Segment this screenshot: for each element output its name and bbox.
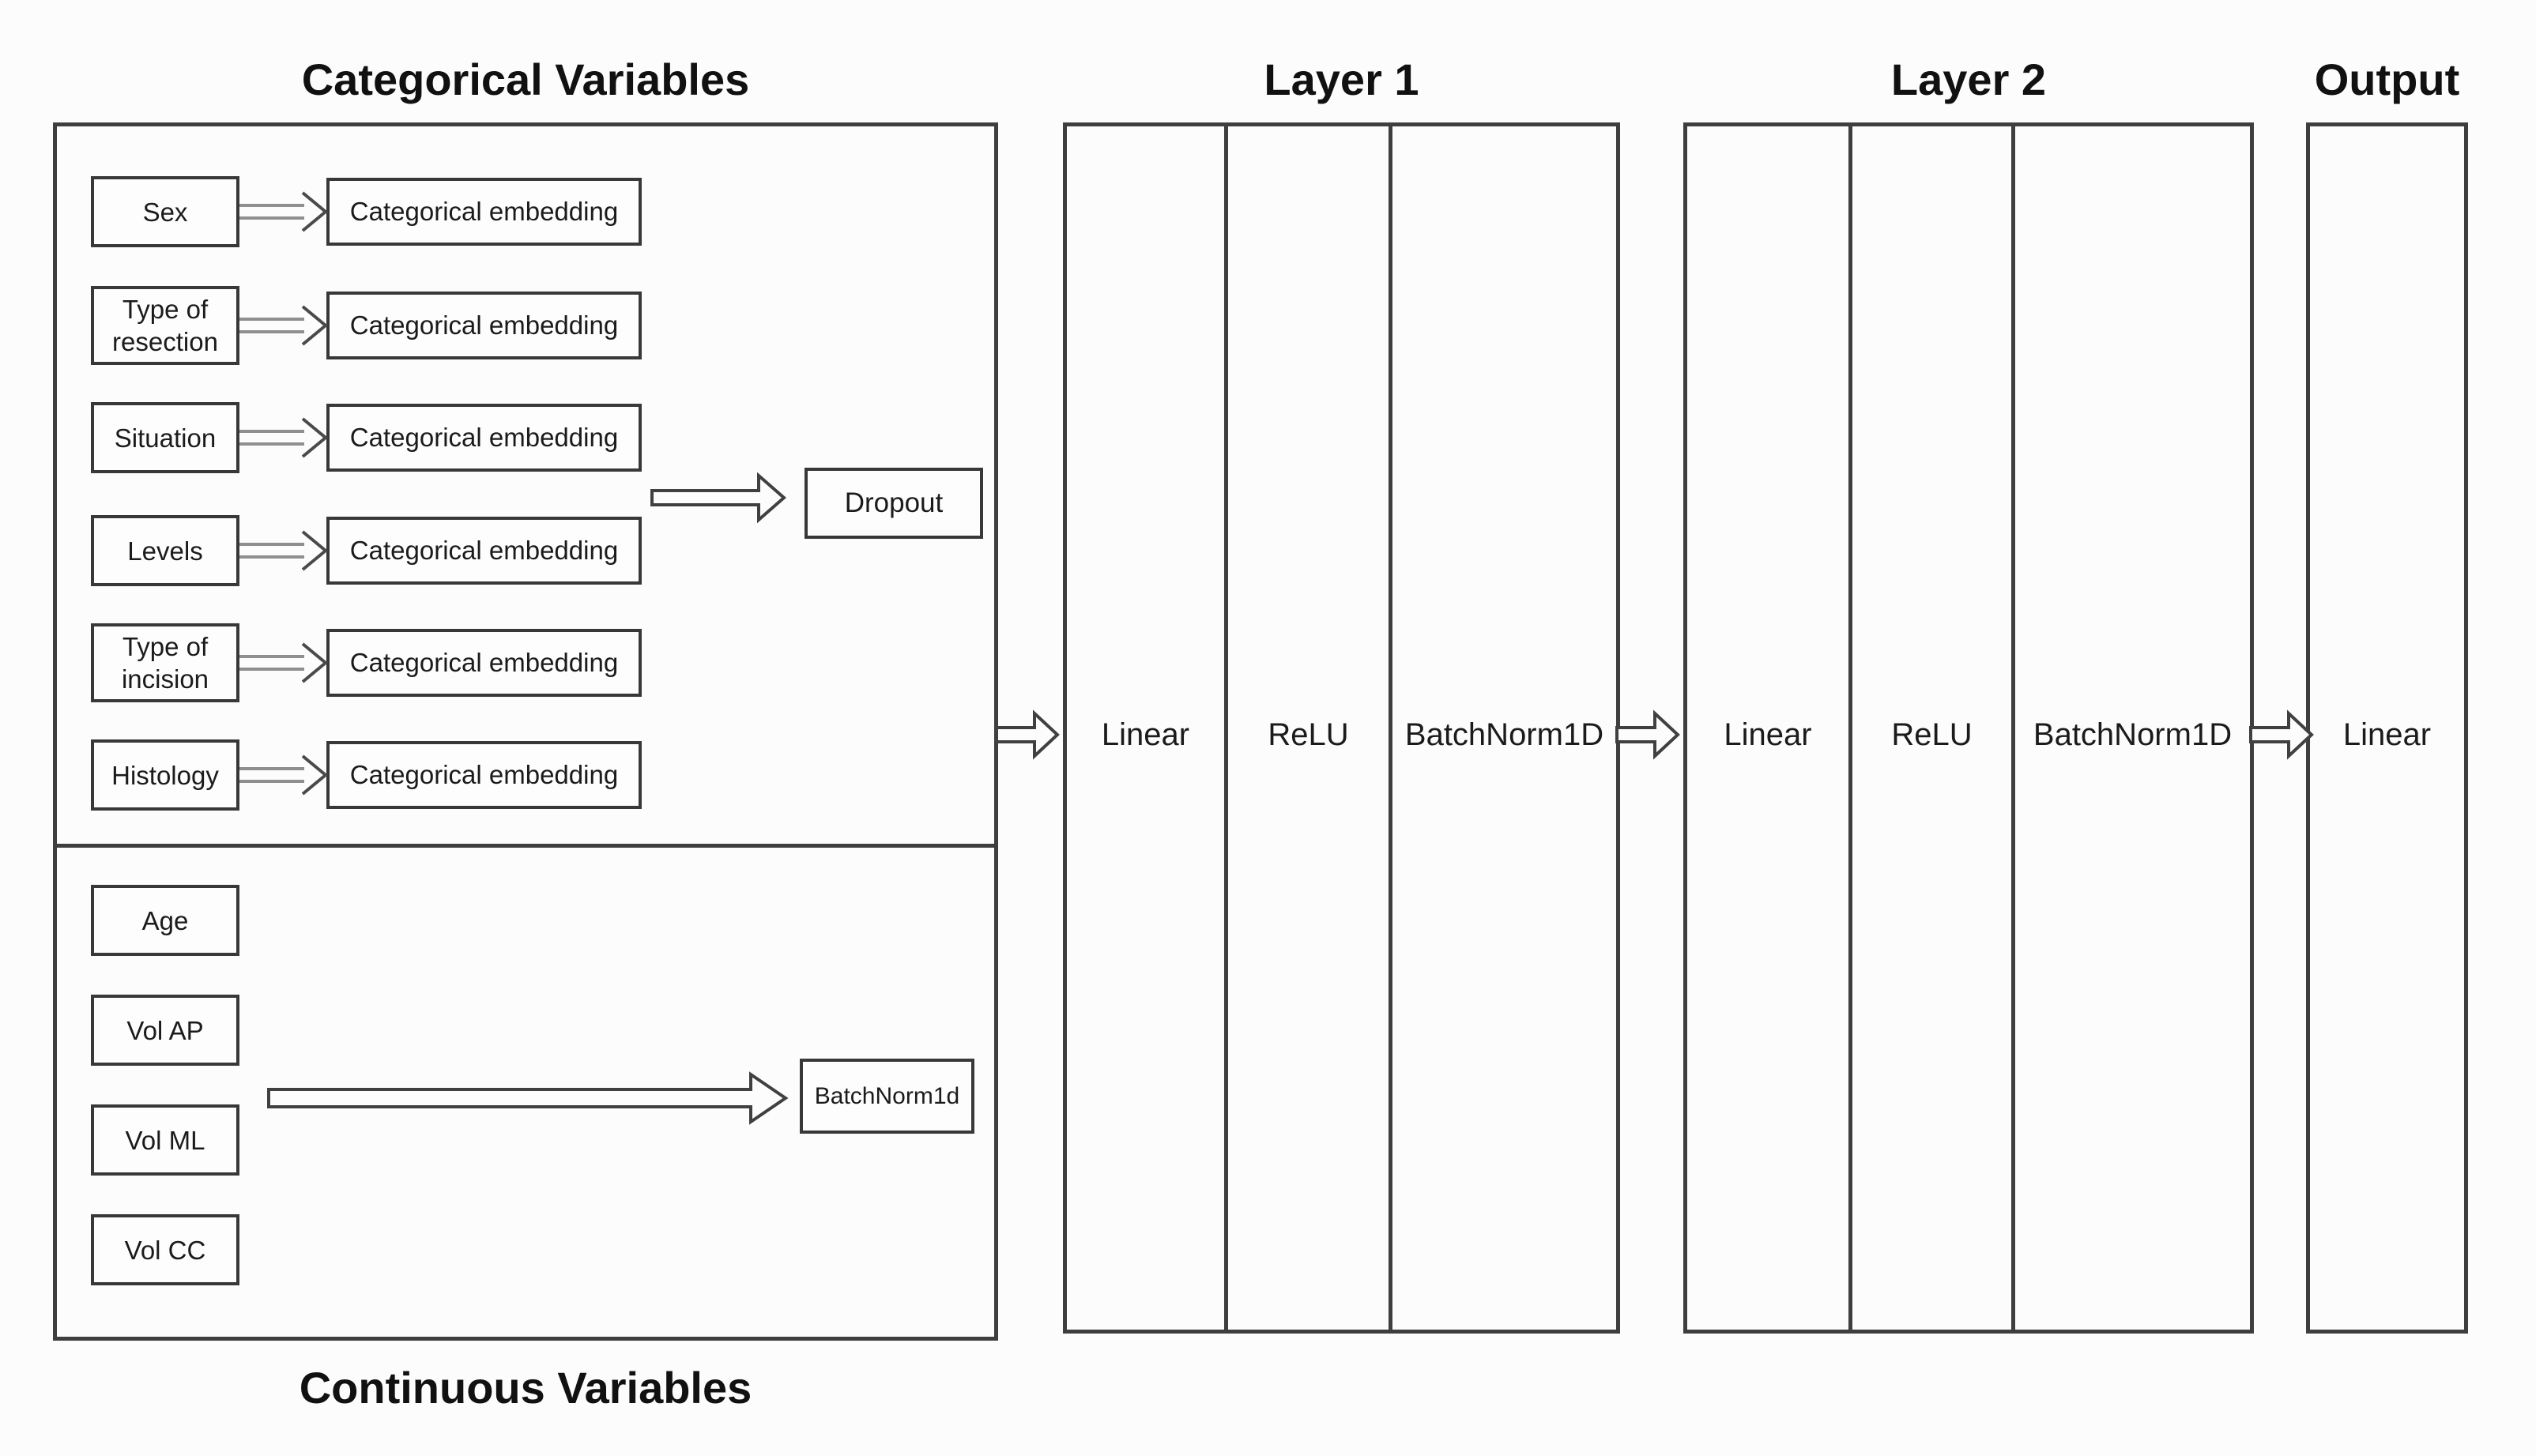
layer1-title: Layer 1: [1264, 55, 1419, 104]
embedding-label: Categorical embedding: [349, 197, 619, 226]
batchnorm1d-label: BatchNorm1d: [814, 1082, 960, 1109]
layer1-input-arrow-icon: [995, 709, 1060, 760]
embedding-label: Categorical embedding: [349, 423, 619, 452]
row-arrow-icon-situation: [239, 417, 328, 458]
layer2-linear-label: Linear: [1724, 717, 1812, 752]
var-label: Type of incision: [121, 632, 209, 694]
var-box-vol-cc: Vol CC: [91, 1214, 239, 1285]
layer1-relu-label: ReLU: [1268, 717, 1349, 752]
embedding-box-histology: Categorical embedding: [326, 741, 642, 809]
row-arrow-icon-levels: [239, 530, 328, 571]
batchnorm1d-box: BatchNorm1d: [800, 1059, 974, 1134]
embedding-label: Categorical embedding: [349, 310, 619, 340]
layer2-divider-2: [2011, 126, 2015, 1330]
dropout-label: Dropout: [844, 487, 944, 518]
layer1-divider-2: [1389, 126, 1392, 1330]
embedding-box-levels: Categorical embedding: [326, 517, 642, 585]
var-box-levels: Levels: [91, 515, 239, 586]
var-label: Age: [141, 905, 189, 935]
output-input-arrow-icon: [2249, 709, 2314, 760]
embedding-label: Categorical embedding: [349, 760, 619, 789]
row-arrow-icon-histology: [239, 754, 328, 796]
layer1-batchnorm-label: BatchNorm1D: [1404, 717, 1604, 752]
var-box-type-of-resection: Type of resection: [91, 286, 239, 365]
var-label: Sex: [142, 197, 188, 227]
layer2-relu-label: ReLU: [1891, 717, 1973, 752]
var-box-histology: Histology: [91, 739, 239, 811]
var-label: Type of resection: [112, 295, 218, 356]
row-arrow-icon-sex: [239, 191, 328, 232]
row-arrow-icon-type-of-incision: [239, 642, 328, 683]
continuous-arrow-icon: [267, 1071, 789, 1125]
layer2-divider-1: [1848, 126, 1852, 1330]
embedding-box-type-of-resection: Categorical embedding: [326, 292, 642, 359]
output-linear-label: Linear: [2342, 717, 2432, 752]
var-label: Levels: [127, 536, 203, 566]
layer2-batchnorm-label: BatchNorm1D: [2033, 717, 2233, 752]
row-arrow-icon-type-of-resection: [239, 305, 328, 346]
var-label: Histology: [111, 760, 219, 790]
layer2-input-arrow-icon: [1615, 709, 1680, 760]
var-box-situation: Situation: [91, 402, 239, 473]
var-label: Vol AP: [126, 1015, 204, 1045]
embedding-box-situation: Categorical embedding: [326, 404, 642, 472]
layer1-linear-label: Linear: [1101, 717, 1190, 752]
categorical-variables-title: Categorical Variables: [301, 55, 750, 104]
embedding-label: Categorical embedding: [349, 536, 619, 565]
var-box-vol-ap: Vol AP: [91, 995, 239, 1066]
dropout-arrow-icon: [650, 472, 786, 523]
dropout-box: Dropout: [805, 468, 983, 539]
output-block: Linear: [2306, 122, 2468, 1334]
var-box-type-of-incision: Type of incision: [91, 623, 239, 702]
var-label: Vol CC: [124, 1235, 206, 1265]
var-label: Vol ML: [125, 1125, 205, 1155]
output-title: Output: [2314, 55, 2460, 104]
layer1-block: Linear ReLU BatchNorm1D: [1063, 122, 1620, 1334]
var-box-vol-ml: Vol ML: [91, 1104, 239, 1176]
var-box-sex: Sex: [91, 176, 239, 247]
embedding-box-type-of-incision: Categorical embedding: [326, 629, 642, 697]
layer2-title: Layer 2: [1890, 55, 2047, 104]
layer2-block: Linear ReLU BatchNorm1D: [1683, 122, 2254, 1334]
var-label: Situation: [114, 423, 217, 453]
embedding-label: Categorical embedding: [349, 648, 619, 677]
embedding-box-sex: Categorical embedding: [326, 178, 642, 246]
layer1-divider-1: [1224, 126, 1228, 1330]
continuous-variables-title: Continuous Variables: [299, 1363, 752, 1413]
var-box-age: Age: [91, 885, 239, 956]
categorical-continuous-divider: [57, 844, 994, 848]
